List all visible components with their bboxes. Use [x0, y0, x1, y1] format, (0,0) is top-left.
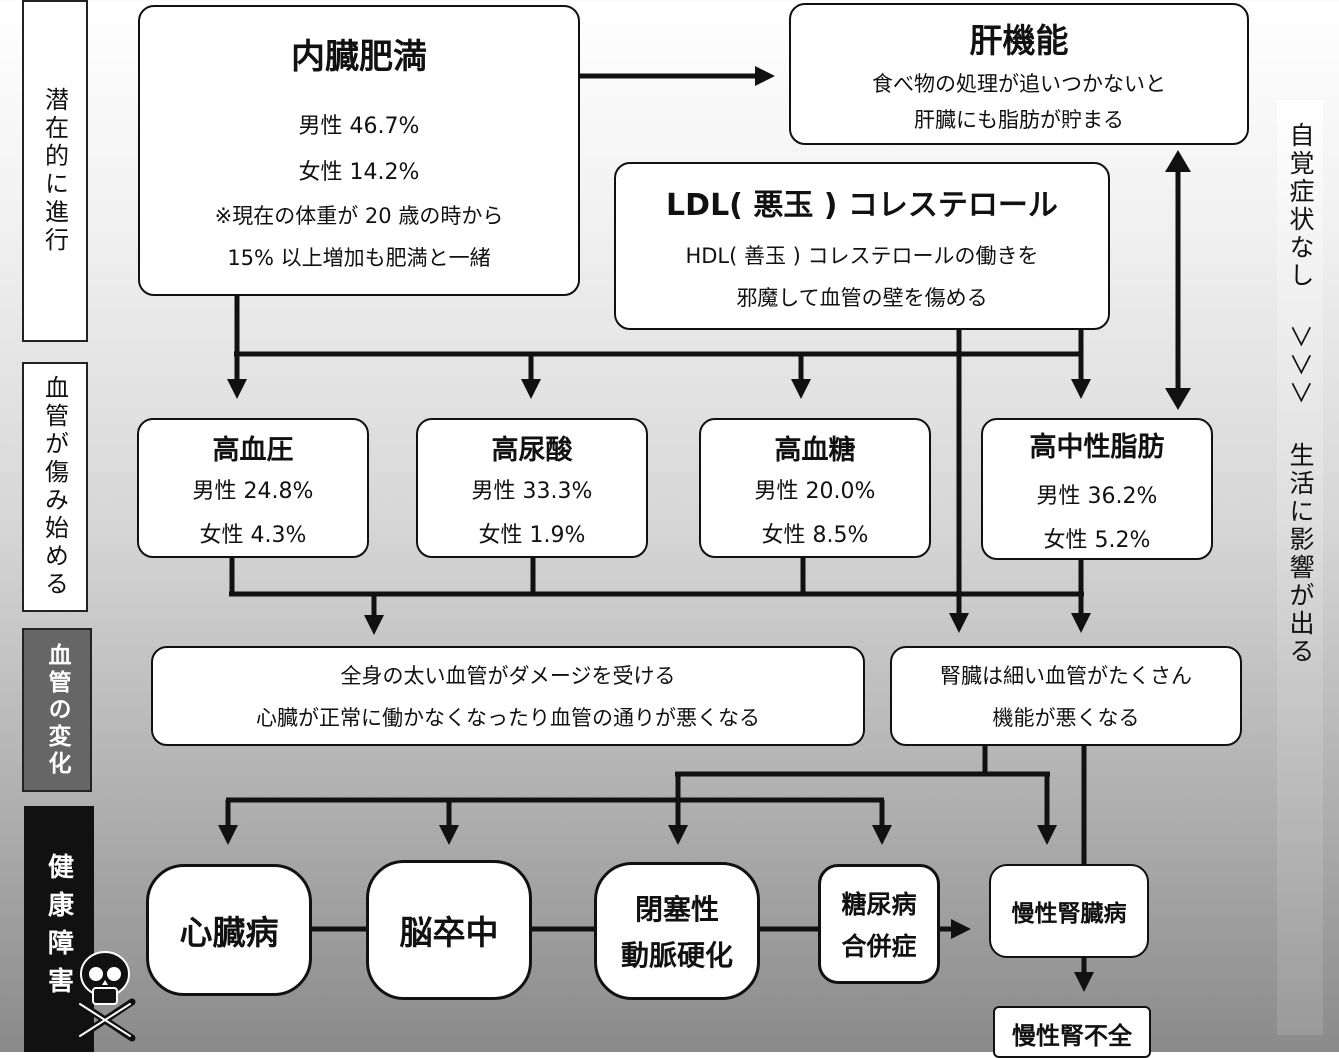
- kidney-note-box: 腎臓は細い血管がたくさん 機能が悪くなる: [890, 646, 1242, 746]
- condition-male: 男性 24.8%: [192, 478, 314, 504]
- visceral-fat-male: 男性 46.7%: [298, 114, 420, 139]
- disease-ckf-label: 慢性腎不全: [1012, 1022, 1132, 1050]
- ldl-line-1: HDL( 善玉 ) コレステロールの働きを: [685, 244, 1039, 268]
- disease-arteriosclerosis-line-2: 動脈硬化: [620, 939, 733, 972]
- disease-heart: 心臓病: [146, 864, 312, 996]
- disease-arteriosclerosis: 閉塞性 動脈硬化: [594, 862, 760, 1000]
- visceral-fat-title: 内臓肥満: [291, 37, 427, 77]
- visceral-fat-note-2: 15% 以上増加も肥満と一緒: [227, 246, 491, 270]
- disease-heart-label: 心臓病: [179, 913, 279, 952]
- stage-health-disorder-label: 健康障害: [43, 853, 74, 1005]
- ldl-line-2: 邪魔して血管の壁を傷める: [736, 286, 988, 310]
- condition-hypertension: 高血圧 男性 24.8% 女性 4.3%: [137, 418, 369, 558]
- large-vessels-box: 全身の太い血管がダメージを受ける 心臓が正常に働かなくなったり血管の通りが悪くな…: [151, 646, 865, 746]
- condition-hyperuricemia: 高尿酸 男性 33.3% 女性 1.9%: [416, 418, 648, 558]
- condition-female: 女性 5.2%: [1043, 527, 1151, 553]
- awareness-arrows: ＞＞＞: [1286, 324, 1315, 409]
- disease-ckf: 慢性腎不全: [993, 1006, 1151, 1058]
- condition-title: 高血圧: [212, 434, 294, 466]
- condition-female: 女性 4.3%: [199, 522, 307, 548]
- stage-vessel-damage-label: 血管が傷み始める: [40, 375, 69, 599]
- condition-male: 男性 36.2%: [1036, 483, 1158, 509]
- kidney-note-line-2: 機能が悪くなる: [992, 706, 1140, 730]
- disease-diabetes-line-1: 糖尿病: [841, 890, 917, 919]
- awareness-bar: 自覚症状なし ＞＞＞ 生活に影響が出る: [1277, 100, 1323, 1035]
- condition-male: 男性 20.0%: [754, 478, 876, 504]
- skull-crossbones-icon: [74, 951, 136, 1042]
- condition-female: 女性 8.5%: [761, 522, 869, 548]
- condition-title: 高中性脂肪: [1029, 431, 1165, 463]
- stage-latent-label: 潜在的に進行: [40, 87, 69, 255]
- disease-diabetes-line-2: 合併症: [841, 932, 917, 961]
- condition-hyperglycemia: 高血糖 男性 20.0% 女性 8.5%: [699, 418, 931, 558]
- condition-hypertriglyceridemia: 高中性脂肪 男性 36.2% 女性 5.2%: [981, 418, 1213, 560]
- disease-arteriosclerosis-line-1: 閉塞性: [634, 893, 719, 926]
- disease-stroke: 脳卒中: [366, 860, 532, 1000]
- awareness-top-text: 自覚症状なし: [1286, 122, 1315, 290]
- stage-vessel-damage: 血管が傷み始める: [22, 362, 88, 612]
- condition-male: 男性 33.3%: [471, 478, 593, 504]
- disease-ckd-label: 慢性腎臓病: [1011, 901, 1127, 927]
- stage-vessel-change-label: 血管の変化: [44, 642, 70, 778]
- visceral-fat-box: 内臓肥満 男性 46.7% 女性 14.2% ※現在の体重が 20 歳の時から …: [138, 5, 580, 296]
- ldl-cholesterol-box: LDL( 悪玉 ) コレステロール HDL( 善玉 ) コレステロールの働きを …: [614, 162, 1110, 330]
- visceral-fat-note-1: ※現在の体重が 20 歳の時から: [214, 204, 504, 228]
- visceral-fat-female: 女性 14.2%: [298, 160, 420, 185]
- condition-female: 女性 1.9%: [478, 522, 586, 548]
- stage-health-disorder: 健康障害: [24, 806, 94, 1052]
- awareness-bottom-text: 生活に影響が出る: [1286, 442, 1315, 667]
- liver-function-box: 肝機能 食べ物の処理が追いつかないと 肝臓にも脂肪が貯まる: [789, 3, 1249, 145]
- stage-vessel-change: 血管の変化: [22, 628, 92, 792]
- large-vessels-line-2: 心臓が正常に働かなくなったり血管の通りが悪くなる: [256, 706, 760, 730]
- ldl-title: LDL( 悪玉 ) コレステロール: [666, 188, 1058, 223]
- liver-line-2: 肝臓にも脂肪が貯まる: [914, 108, 1124, 132]
- condition-title: 高尿酸: [491, 434, 573, 466]
- disease-diabetes-complications: 糖尿病 合併症: [818, 864, 940, 984]
- liver-line-1: 食べ物の処理が追いつかないと: [872, 72, 1166, 96]
- kidney-note-line-1: 腎臓は細い血管がたくさん: [940, 664, 1192, 688]
- condition-title: 高血糖: [774, 434, 856, 466]
- liver-title: 肝機能: [969, 21, 1069, 60]
- stage-latent: 潜在的に進行: [22, 0, 88, 342]
- large-vessels-line-1: 全身の太い血管がダメージを受ける: [340, 664, 676, 688]
- disease-stroke-label: 脳卒中: [399, 913, 499, 952]
- disease-ckd: 慢性腎臓病: [989, 864, 1149, 958]
